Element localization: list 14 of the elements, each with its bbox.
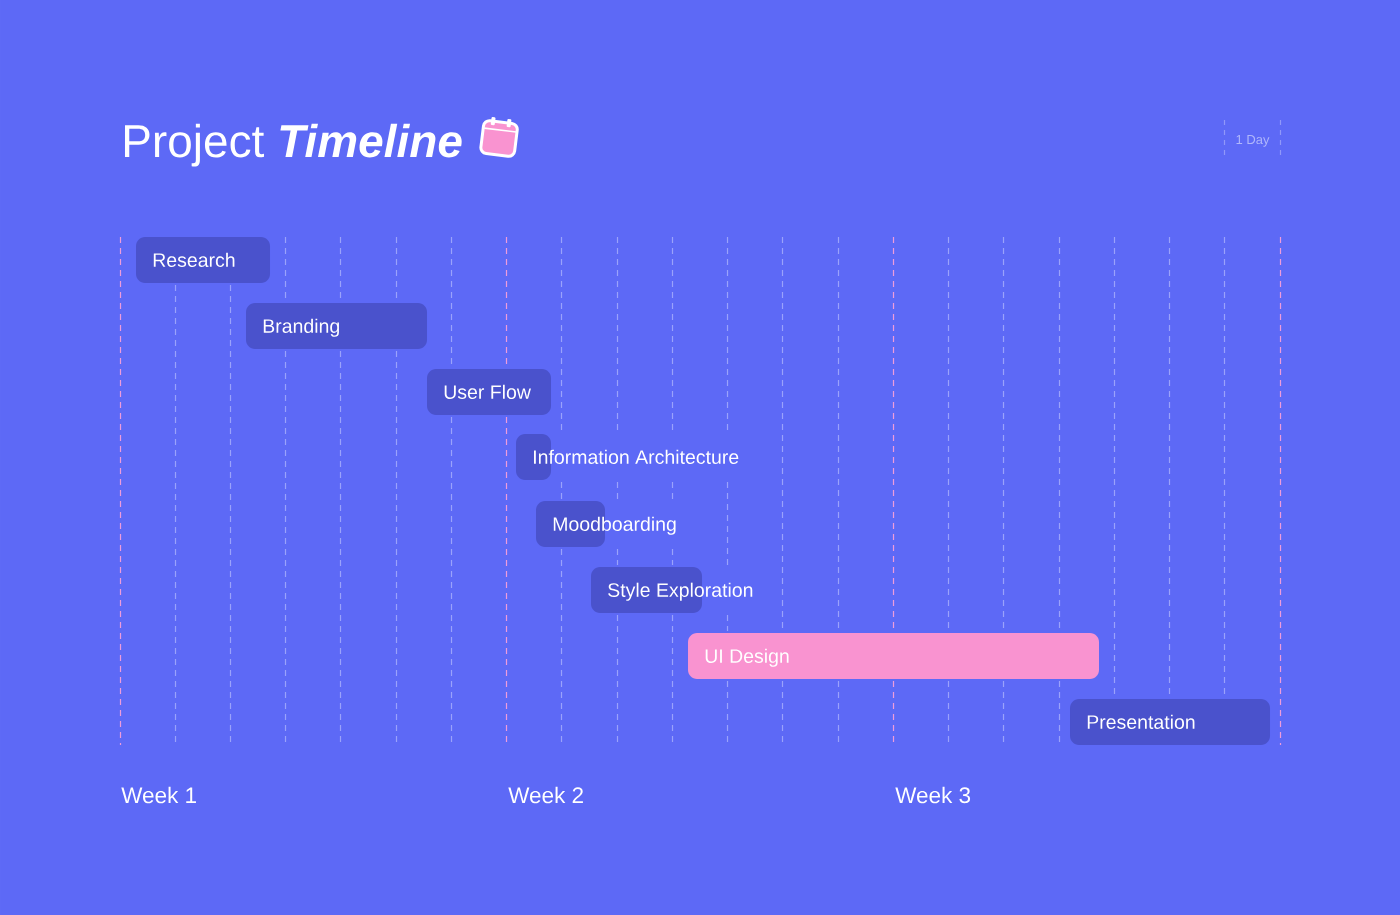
task-bar: User Flow [427,369,551,415]
task-bar: Moodboarding [536,501,676,547]
week-label: Week 2 [508,786,583,804]
week-label: Week 3 [895,786,971,804]
task-bar: Presentation [1070,699,1270,745]
scale-label: 1 Day [1236,135,1270,147]
title: Project Timeline [125,123,462,167]
task-bar: Branding [246,303,427,349]
task-bar: Style Exploration [591,567,753,613]
node-label: Information Architecture [534,449,739,464]
task-bar: UI Design [688,633,1099,679]
task-bar: Research [136,237,270,283]
week-label: Week 1 [121,786,196,804]
task-bar: Information Architecture [516,434,739,480]
